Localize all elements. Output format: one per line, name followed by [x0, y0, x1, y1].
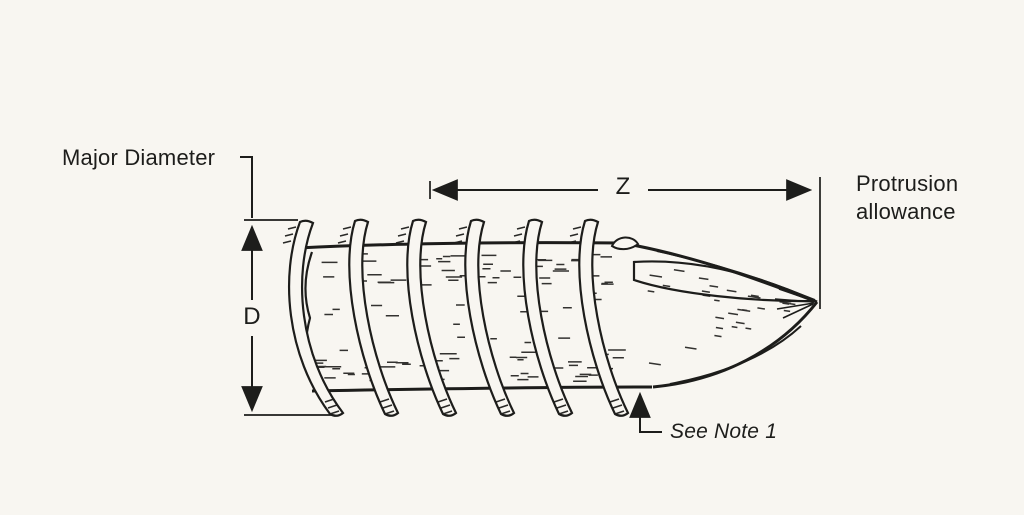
thread	[288, 219, 345, 417]
major-diameter-label: Major Diameter	[62, 145, 216, 170]
major-diameter-leader	[240, 156, 253, 218]
thread-crest-hatch	[282, 226, 625, 415]
dimension-d	[240, 156, 332, 416]
point-shading-hatch	[647, 269, 796, 366]
d-dimension-label: D	[243, 303, 261, 330]
tip-facets	[774, 288, 815, 319]
thread	[406, 218, 458, 417]
thread	[522, 218, 574, 417]
thread-runout-curl	[610, 236, 640, 251]
thread	[578, 218, 630, 417]
note-arrow	[629, 391, 662, 433]
protrusion-allowance-label: Protrusion allowance	[856, 171, 959, 224]
thread	[464, 218, 516, 417]
drill-point	[610, 236, 819, 389]
lower-flute	[669, 325, 802, 385]
flute-edge	[632, 260, 816, 303]
z-dimension-label: Z	[615, 173, 631, 200]
thread-crests	[288, 218, 630, 417]
dimension-z	[429, 177, 821, 309]
see-note-label: See Note 1	[670, 420, 778, 443]
thread	[348, 218, 400, 417]
